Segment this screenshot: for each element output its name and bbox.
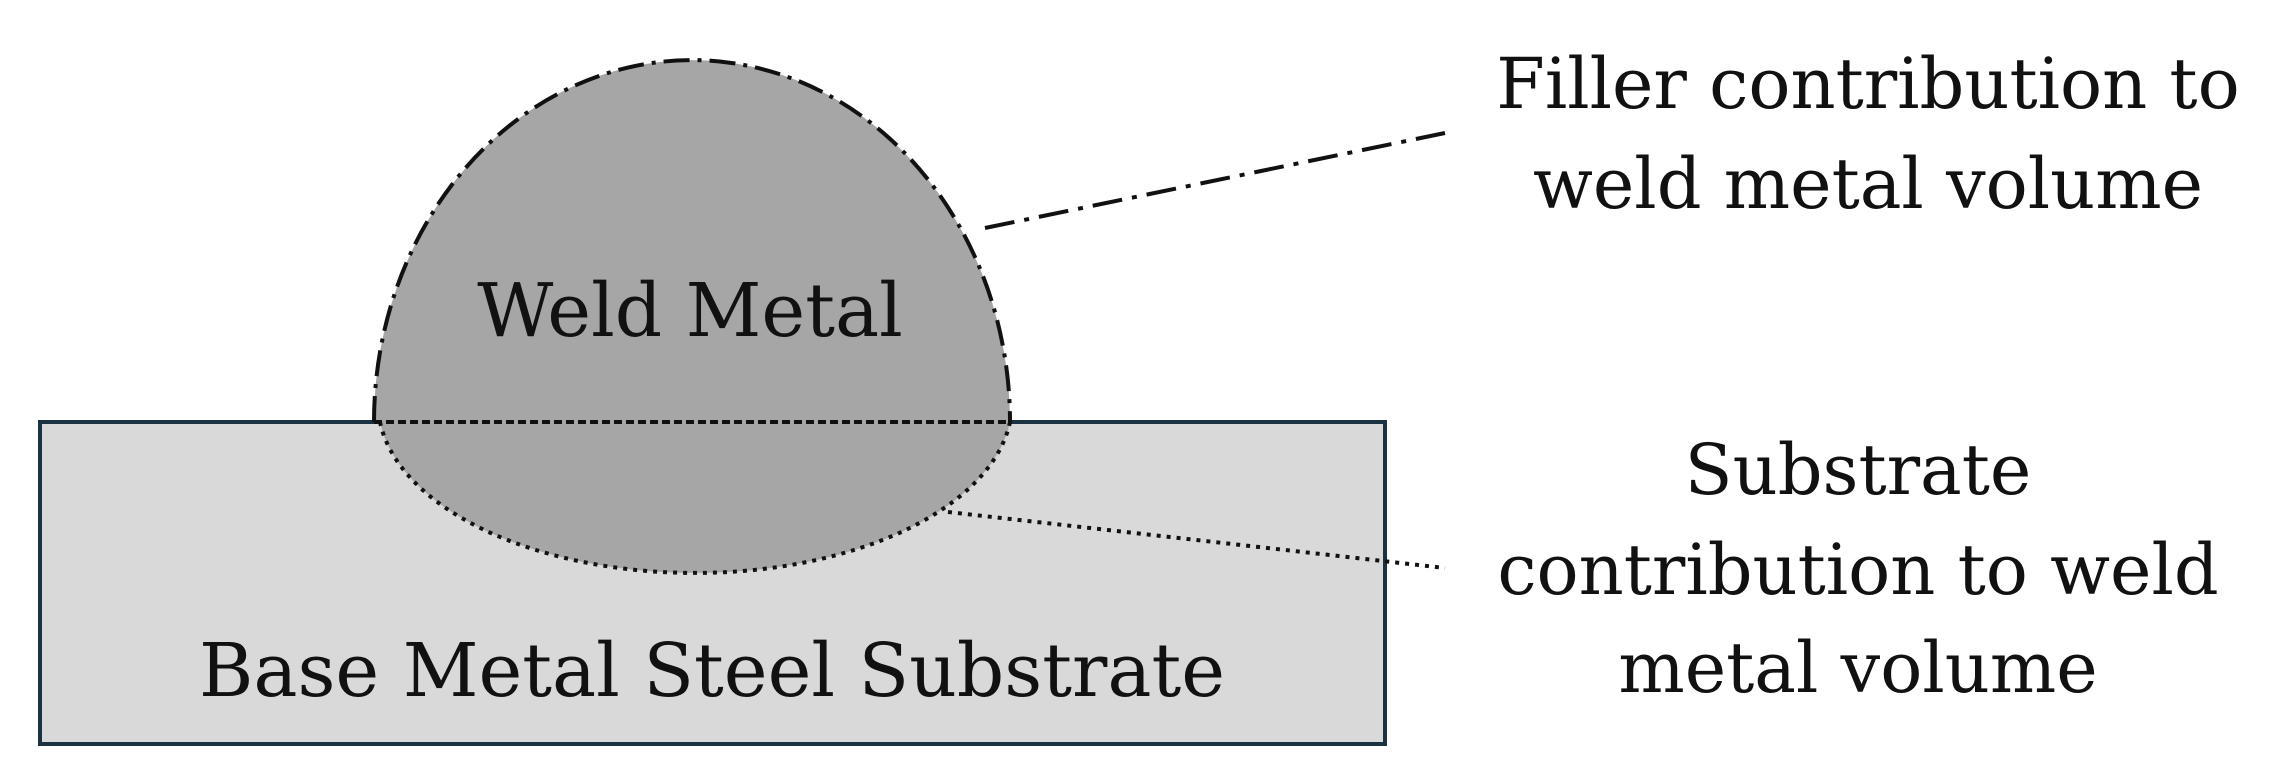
substrate-leader-line (947, 510, 1446, 570)
substrate-annotation-line-3: metal volume (1618, 627, 2097, 709)
filler-leader-line (984, 131, 1446, 230)
weld-metal-substrate-region (380, 422, 1010, 573)
base-metal-label: Base Metal Steel Substrate (199, 628, 1225, 714)
weld-metal-filler-region (374, 60, 1010, 423)
filler-annotation-line-2: weld metal volume (1533, 143, 2203, 225)
substrate-annotation-line-2: contribution to weld (1497, 529, 2218, 611)
filler-boundary-outline (372, 58, 1012, 423)
substrate-boundary-outline (378, 421, 1012, 575)
substrate-annotation-line-1: Substrate (1685, 429, 2032, 511)
filler-annotation-line-1: Filler contribution to (1496, 43, 2239, 125)
weld-metal-label: Weld Metal (477, 268, 902, 354)
